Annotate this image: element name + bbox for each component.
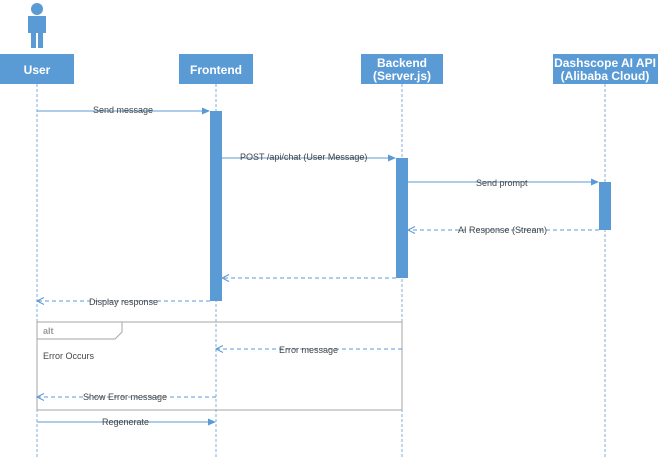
message-regenerate-label: Regenerate xyxy=(102,417,149,427)
message-display-response: Display response xyxy=(35,297,210,307)
participant-user: User xyxy=(0,54,74,84)
participant-frontend: Frontend xyxy=(179,54,253,84)
participant-backend-label-line2: (Server.js) xyxy=(373,69,431,83)
participant-backend: Backend (Server.js) xyxy=(361,54,443,84)
participant-frontend-label: Frontend xyxy=(190,63,242,77)
message-post-api-chat-label: POST /api/chat (User Message) xyxy=(240,152,367,162)
activation-frontend xyxy=(210,111,222,301)
message-ai-response: AI Response (Stream) xyxy=(406,225,599,235)
alt-fragment-condition: Error Occurs xyxy=(43,351,95,361)
message-show-error-message-label: Show Error message xyxy=(83,392,167,402)
message-show-error-message: Show Error message xyxy=(35,392,216,402)
alt-fragment: alt Error Occurs xyxy=(36,321,403,411)
message-error-message: Error message xyxy=(214,345,402,355)
message-send-message-label: Send message xyxy=(93,105,153,115)
participant-dashscope-label-line1: Dashscope AI API xyxy=(554,56,656,70)
activation-dashscope xyxy=(599,182,611,230)
message-regenerate: Regenerate xyxy=(37,417,216,427)
message-send-prompt-label: Send prompt xyxy=(476,178,528,188)
participant-dashscope: Dashscope AI API (Alibaba Cloud) xyxy=(553,54,658,84)
participant-user-label: User xyxy=(24,63,51,77)
message-backend-return xyxy=(220,274,396,282)
message-send-prompt: Send prompt xyxy=(408,178,599,188)
user-actor-icon xyxy=(28,3,46,48)
message-ai-response-label: AI Response (Stream) xyxy=(458,225,547,235)
participant-dashscope-label-line2: (Alibaba Cloud) xyxy=(561,69,650,83)
message-post-api-chat: POST /api/chat (User Message) xyxy=(222,152,396,162)
alt-fragment-operator: alt xyxy=(43,326,54,336)
participant-backend-label-line1: Backend xyxy=(377,56,427,70)
message-send-message: Send message xyxy=(37,105,210,115)
message-error-message-label: Error message xyxy=(279,345,338,355)
activation-backend xyxy=(396,158,408,278)
message-display-response-label: Display response xyxy=(89,297,158,307)
